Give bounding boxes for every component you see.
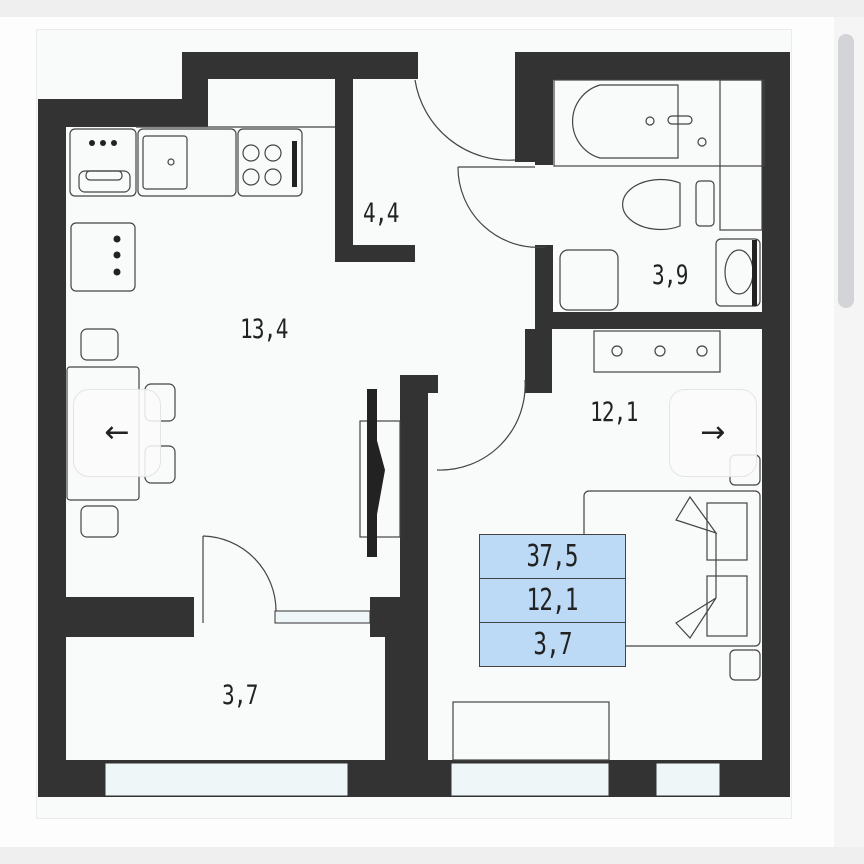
area-summary-table: 37,5 12,1 3,7: [479, 534, 626, 667]
total-area-value: 37,5: [526, 539, 579, 574]
previous-image-button[interactable]: ←: [73, 389, 161, 477]
next-image-button[interactable]: →: [669, 389, 757, 477]
furniture: [66, 79, 765, 761]
room-area-hallway: 4,4: [363, 198, 399, 229]
room-area-kitchen: 13,4: [240, 314, 288, 345]
fixtures: [89, 140, 757, 557]
arrow-right-icon: →: [700, 415, 726, 450]
living-area-row: 12,1: [480, 579, 625, 623]
room-area-balcony: 3,7: [222, 680, 258, 711]
windows: [104, 610, 721, 797]
scrollbar-thumb[interactable]: [838, 34, 854, 308]
room-area-bathroom: 3,9: [652, 260, 688, 291]
balcony-area-value: 3,7: [533, 627, 572, 662]
room-area-bedroom: 12,1: [590, 397, 638, 428]
total-area-row: 37,5: [480, 535, 625, 579]
balcony-area-row: 3,7: [480, 623, 625, 666]
living-area-value: 12,1: [526, 583, 579, 618]
arrow-left-icon: ←: [104, 415, 130, 450]
